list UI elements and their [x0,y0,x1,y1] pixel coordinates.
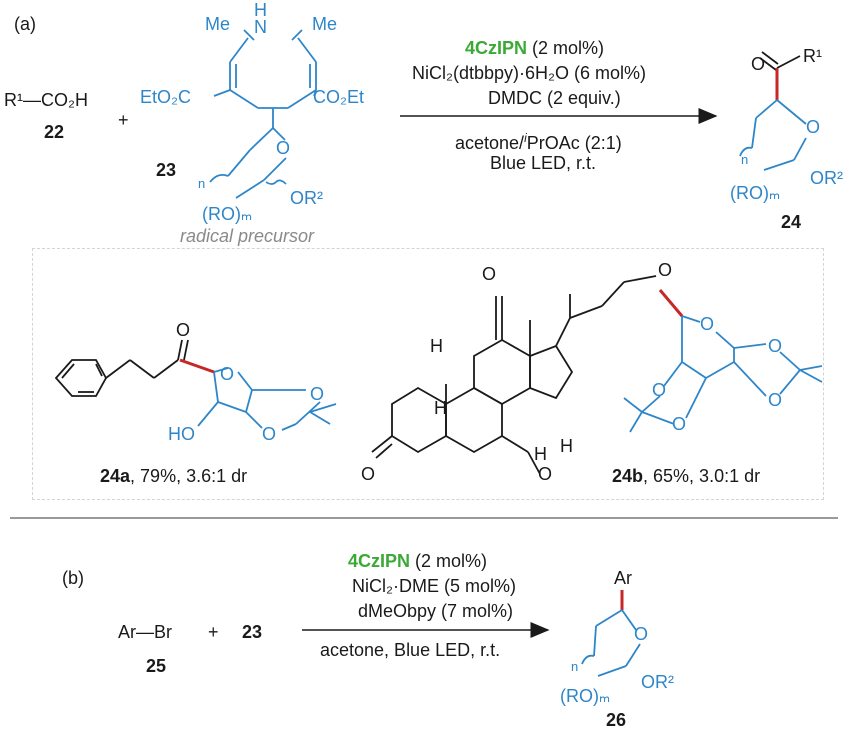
conditions-light: Blue LED, r.t. [490,153,597,173]
ex24b-h-14: H [534,444,547,464]
structure-24a [54,339,189,397]
panel-separator [10,517,838,519]
examples-box [32,248,824,500]
ex24b-side-keto-oxygen: O [658,260,673,280]
methyl-right: Me [312,14,338,34]
conditions-catalyst-line: 4CzIPN (2 mol%) [465,38,604,58]
product-b-ar: Ar [614,568,632,588]
ex24a-yield-dr: , 79%, 3.6:1 dr [130,466,248,486]
precursor-or2: OR² [290,188,323,208]
panel-a-label: (a) [14,14,36,34]
conditions-b-catalyst-line: 4CzIPN (2 mol%) [348,551,487,571]
product-n-label: n [741,152,749,167]
solvent-proac: PrOAc (2:1) [526,133,622,153]
ex24b-c12-keto-oxygen: O [482,264,497,284]
ex24b-pyranose-oxygen: O [700,314,715,334]
product-b-ring-oxygen: O [634,624,649,644]
aryl-bromide: Ar—Br [118,622,172,642]
hantzsch-ester-structure [209,29,317,199]
conditions-additive: DMDC (2 equiv.) [488,88,621,108]
product-b-or2: OR² [641,672,674,692]
ex24a-sugar [197,367,337,431]
ex24a-keto-oxygen: O [176,320,191,340]
compound-number-25: 25 [146,656,167,676]
compound-number-23: 23 [156,160,177,180]
product-ring-oxygen: O [806,117,821,137]
conditions-b-ligand: dMeObpy (7 mol%) [358,601,514,621]
conditions-b-nickel: NiCl₂·DME (5 mol%) [352,576,516,596]
conditions-nickel: NiCl₂(dtbbpy)·6H₂O (6 mol%) [412,63,647,83]
compound-number-24: 24 [781,212,802,232]
structure-24b-steroid [371,275,657,475]
product-or2: OR² [810,168,843,188]
ex24b-dioxolane-a-o1: O [768,336,783,356]
precursor-rom: (RO)ₘ [202,204,253,224]
ex24a-dioxolane-oxygen-2: O [262,424,277,444]
ester-right: CO₂Et [313,87,364,107]
ex24a-number: 24a [100,466,131,486]
precursor-wavy-bond [265,179,287,185]
ex24b-caption: 24b, 65%, 3.0:1 dr [612,466,760,486]
ex24b-h-8: H [430,336,443,356]
ex24b-c7-keto-oxygen: O [538,464,553,484]
solvent-acetone: acetone/ [455,133,525,153]
precursor-n-label: n [198,176,206,191]
conditions-b-solvent: acetone, Blue LED, r.t. [320,640,501,660]
product-24-structure [739,51,807,171]
dihydropyridine-nh: H N [254,0,267,37]
ex24a-new-bond [179,358,215,374]
photocatalyst-loading: (2 mol%) [527,38,605,58]
ex24b-h-17: H [560,436,573,456]
ex24a-caption: 24a, 79%, 3.6:1 dr [100,466,247,486]
product-b-n-label: n [571,659,579,674]
ex24b-yield-dr: , 65%, 3.0:1 dr [643,466,761,486]
ex24b-c3-keto-oxygen: O [361,464,376,484]
conditions-solvent: acetone/iPrOAc (2:1) [455,128,622,153]
photocatalyst-name-b: 4CzIPN [348,551,411,571]
precursor-ring-oxygen: O [276,138,291,158]
ex24b-dioxolane-b-o1: O [652,380,667,400]
photocatalyst-name: 4CzIPN [465,38,528,58]
plus-sign-b: + [208,622,219,642]
compound-number-26: 26 [606,710,627,730]
ex24b-number: 24b [612,466,644,486]
solvent-iso-prefix: i [524,131,527,145]
panel-b-label: (b) [62,568,84,588]
photocatalyst-loading-b: (2 mol%) [410,551,488,571]
ex24b-dioxolane-b-o2: O [672,414,687,434]
radical-precursor-caption: radical precursor [180,226,315,246]
ester-left: EtO₂C [140,87,191,107]
product-r1: R¹ [803,46,822,66]
product-b-rom: (RO)ₘ [560,686,611,706]
ex24b-sugar [623,315,823,433]
ex24a-dioxolane-oxygen-1: O [310,384,325,404]
product-26-structure [581,590,641,677]
compound-number-23-b: 23 [242,622,263,642]
carboxylic-acid-formula: R¹—CO₂H [4,90,88,110]
ex24a-hydroxyl: HO [168,424,195,444]
compound-number-22: 22 [44,122,65,142]
plus-sign: + [118,110,129,130]
ex24b-dioxolane-a-o2: O [768,390,783,410]
ex24b-new-bond [658,289,684,317]
product-rom: (RO)ₘ [730,183,781,203]
methyl-left: Me [205,14,231,34]
